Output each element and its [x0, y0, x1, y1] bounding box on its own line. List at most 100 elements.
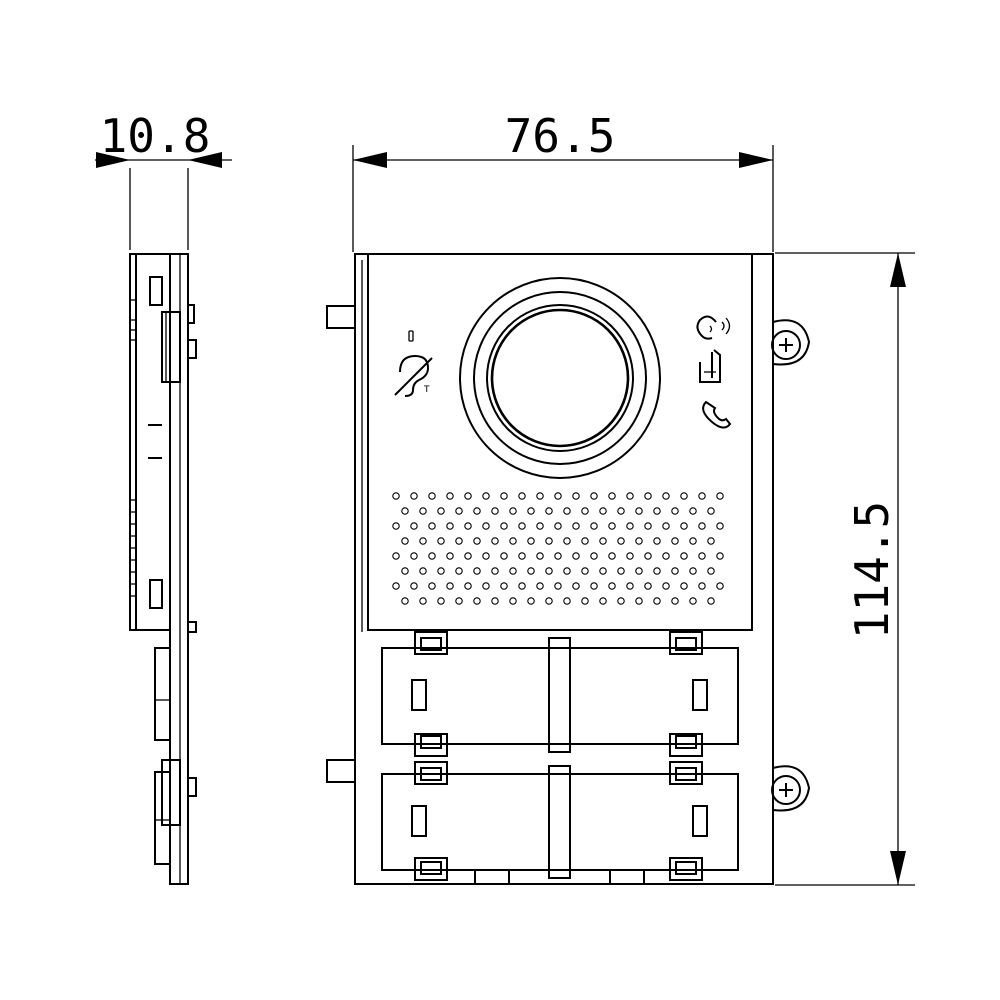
grille-hole [554, 522, 562, 530]
depth-dimension-label: 10.8 [100, 109, 211, 163]
grille-hole [518, 552, 526, 560]
grille-hole [644, 582, 652, 590]
grille-hole [590, 492, 598, 500]
grille-hole [554, 552, 562, 560]
grille-hole [446, 552, 454, 560]
button-module-2 [381, 761, 739, 881]
grille-hole [653, 567, 661, 575]
grille-hole [662, 492, 670, 500]
width-arrow-left [353, 152, 387, 168]
grille-hole [635, 537, 643, 545]
grille-hole [671, 537, 679, 545]
grille-hole [680, 522, 688, 530]
button-module-1 [381, 631, 739, 757]
grille-hole [491, 537, 499, 545]
grille-hole [473, 597, 481, 605]
grille-hole [428, 552, 436, 560]
side-clip-top [161, 311, 181, 383]
height-arrow-top [890, 253, 906, 287]
grille-hole [572, 582, 580, 590]
grille-hole [401, 537, 409, 545]
grille-hole [644, 552, 652, 560]
grille-hole [500, 522, 508, 530]
grille-hole [410, 522, 418, 530]
grille-hole [482, 492, 490, 500]
grille-hole [554, 492, 562, 500]
grille-hole [410, 552, 418, 560]
door-open-icon [699, 349, 721, 383]
grille-hole [473, 537, 481, 545]
grille-hole [563, 567, 571, 575]
side-button-module-1 [154, 647, 171, 741]
grille-hole [644, 492, 652, 500]
grille-hole [680, 492, 688, 500]
label-window-left-1 [411, 679, 427, 711]
grille-hole [473, 507, 481, 515]
grille-hole [626, 492, 634, 500]
grille-hole [653, 507, 661, 515]
grille-hole [491, 597, 499, 605]
grille-hole [662, 552, 670, 560]
grille-hole [419, 567, 427, 575]
grille-hole [437, 567, 445, 575]
grille-hole [590, 552, 598, 560]
grille-hole [599, 567, 607, 575]
grille-hole [716, 582, 724, 590]
label-window-right-1 [692, 679, 708, 711]
height-dimension-label: 114.5 [845, 501, 899, 639]
grille-hole [482, 552, 490, 560]
grille-hole [509, 507, 517, 515]
grille-hole [581, 567, 589, 575]
faceplate [367, 253, 753, 631]
grille-hole [482, 582, 490, 590]
call-icon [702, 400, 732, 429]
hearing-loop-icon: T [394, 330, 433, 397]
grille-hole [572, 492, 580, 500]
grille-hole [590, 582, 598, 590]
grille-hole [635, 567, 643, 575]
grille-hole [599, 507, 607, 515]
grille-hole [617, 537, 625, 545]
grille-hole [428, 522, 436, 530]
grille-hole [662, 522, 670, 530]
label-window-left-2 [411, 805, 427, 837]
speaking-icon [696, 315, 731, 340]
grille-hole [509, 597, 517, 605]
grille-hole [455, 507, 463, 515]
grille-hole [518, 492, 526, 500]
grille-hole [680, 582, 688, 590]
grille-hole [689, 567, 697, 575]
width-arrow-right [739, 152, 773, 168]
grille-hole [527, 567, 535, 575]
grille-hole [698, 582, 706, 590]
grille-hole [464, 582, 472, 590]
grille-hole [545, 567, 553, 575]
grille-hole [464, 552, 472, 560]
grille-hole [410, 492, 418, 500]
grille-hole [401, 507, 409, 515]
grille-hole [518, 582, 526, 590]
grille-hole [671, 597, 679, 605]
front-view: T [326, 253, 811, 885]
grille-hole [653, 537, 661, 545]
grille-hole [536, 522, 544, 530]
speaker-grille [392, 492, 724, 605]
grille-hole [572, 522, 580, 530]
grille-hole [509, 537, 517, 545]
grille-hole [716, 552, 724, 560]
height-dimension: 114.5 [775, 252, 915, 886]
hearing-loop-label: T [423, 385, 430, 395]
grille-hole [527, 507, 535, 515]
grille-hole [671, 507, 679, 515]
grille-hole [545, 507, 553, 515]
grille-hole [536, 552, 544, 560]
grille-hole [698, 492, 706, 500]
grille-hole [545, 537, 553, 545]
width-dimension: 76.5 [352, 109, 774, 252]
grille-hole [716, 522, 724, 530]
grille-hole [626, 552, 634, 560]
grille-hole [455, 567, 463, 575]
grille-hole [671, 567, 679, 575]
grille-hole [428, 582, 436, 590]
grille-hole [437, 537, 445, 545]
